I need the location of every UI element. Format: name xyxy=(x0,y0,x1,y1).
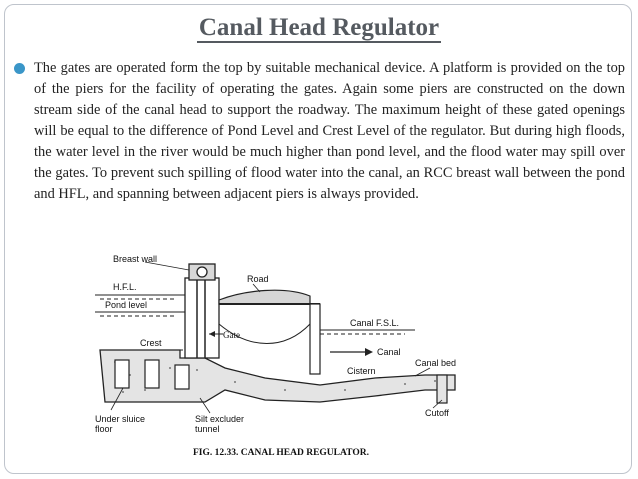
bullet-paragraph: The gates are operated form the top by s… xyxy=(34,60,625,202)
label-pond-level: Pond level xyxy=(105,300,147,310)
label-breast-wall: Breast wall xyxy=(113,254,157,264)
label-cistern: Cistern xyxy=(347,366,376,376)
label-under-sluice-floor-line1: Under sluice xyxy=(95,414,145,424)
slide-title: Canal Head Regulator xyxy=(0,14,638,43)
label-cutoff: Cutoff xyxy=(425,408,449,418)
label-silt-excluder-line1: Silt excluder xyxy=(195,414,244,424)
label-under-sluice-floor-line2: floor xyxy=(95,424,113,434)
slide-frame xyxy=(4,4,632,474)
label-canal-bed: Canal bed xyxy=(415,358,456,368)
figure-caption: FIG. 12.33. CANAL HEAD REGULATOR. xyxy=(193,448,369,458)
label-silt-excluder: Silt excluder tunnel xyxy=(195,414,247,434)
label-gate: Gate xyxy=(223,330,240,340)
bullet-dot-icon xyxy=(14,63,25,74)
label-under-sluice-floor: Under sluice floor xyxy=(95,414,148,434)
label-road: Road xyxy=(247,274,269,284)
label-canal-fsl: Canal F.S.L. xyxy=(350,318,399,328)
label-canal: Canal xyxy=(377,347,401,357)
label-hfl: H.F.L. xyxy=(113,282,137,292)
slide-title-text: Canal Head Regulator xyxy=(196,14,442,43)
canal-head-regulator-figure: Breast wall H.F.L. Pond level Road Canal… xyxy=(95,254,456,458)
label-crest: Crest xyxy=(140,338,162,348)
label-silt-excluder-line2: tunnel xyxy=(195,424,220,434)
